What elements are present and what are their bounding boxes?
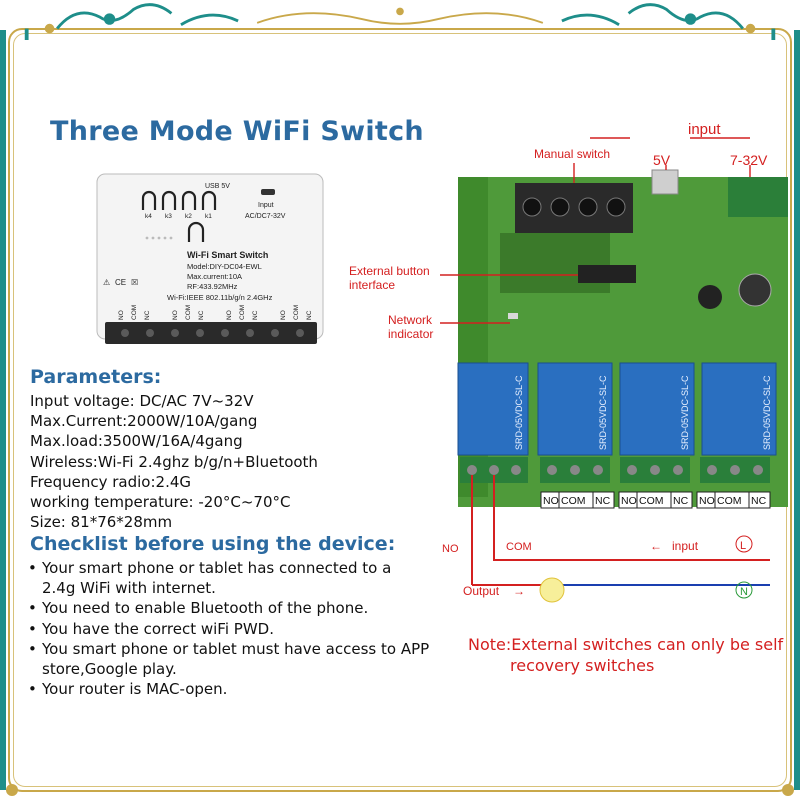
parameter-item: Input voltage: DC/AC 7V~32V (30, 392, 254, 410)
parameters-list: Input voltage: DC/AC 7V~32V Max.Current:… (30, 391, 318, 532)
page-title: Three Mode WiFi Switch (50, 116, 424, 147)
parameter-item: Size: 81*76*28mm (30, 513, 173, 532)
checklist-item-continuation: store,Google play. (42, 660, 177, 679)
svg-text:←: ← (650, 539, 662, 553)
relay-label: SRD-05VDC-SL-C (598, 375, 608, 450)
device-terminal-label: NC (252, 310, 259, 320)
input-label: input (688, 121, 721, 138)
device-terminal-label: COM (293, 305, 300, 320)
terminal-no-label: NO (621, 495, 637, 507)
relay-label: SRD-05VDC-SL-C (514, 375, 524, 450)
device-terminal-label: NO (280, 310, 287, 320)
svg-text:☒: ☒ (131, 278, 138, 287)
svg-text:CE: CE (115, 278, 126, 287)
frame-border (8, 28, 792, 792)
certification-marks: ⚠ CE ☒ (103, 278, 138, 287)
checklist-heading: Checklist before using the device: (30, 533, 396, 555)
terminal-com-label: COM (639, 495, 664, 507)
bulb-icon (539, 577, 565, 603)
device-usb-label: USB 5V (205, 183, 230, 190)
com-wire-label: COM (506, 541, 532, 553)
relay-label: SRD-05VDC-SL-C (680, 375, 690, 450)
bullet-icon: • (28, 619, 37, 638)
checklist-item: •You need to enable Bluetooth of the pho… (28, 599, 369, 618)
output-label: Output (463, 584, 500, 598)
device-terminal-label: NO (118, 310, 125, 320)
device-input-value: AC/DC7-32V (245, 213, 286, 220)
svg-text:→: → (513, 584, 525, 598)
bullet-icon: • (28, 639, 37, 658)
power-terminal (728, 177, 788, 217)
manual-switch-buttons (515, 183, 633, 233)
input-arrow-label: input (672, 539, 699, 553)
com-wire (493, 475, 770, 561)
relay-label: SRD-05VDC-SL-C (762, 375, 772, 450)
terminal-com-label: COM (717, 495, 742, 507)
note-line1: Note:External switches can only be self (468, 635, 784, 654)
external-button-header (578, 265, 636, 283)
usb-port (651, 169, 679, 195)
5v-label: 5V (653, 152, 671, 168)
device-rf: RF:433.92MHz (187, 282, 238, 291)
device-key-label: k4 (145, 213, 152, 220)
note-line2: recovery switches (510, 656, 655, 675)
device-wifi: Wi-Fi:IEEE 802.11b/g/n 2.4GHz (167, 293, 273, 302)
device-terminal-label: COM (185, 305, 192, 320)
checklist-item: •Your router is MAC-open. (28, 680, 228, 699)
parameters-heading: Parameters: (30, 366, 162, 388)
external-button-label-2: interface (349, 278, 395, 292)
parameter-item: Max.Current:2000W/10A/gang (30, 412, 258, 431)
device-illustration: USB 5V Input AC/DC7-32V k4 k3 k2 k1 Wi-F… (96, 173, 324, 344)
device-terminal-label: COM (131, 305, 138, 320)
no-wire-label: NO (442, 543, 459, 555)
terminal-com-label: COM (561, 495, 586, 507)
device-input-label: Input (258, 202, 274, 209)
device-model: Model:DIY-DC04-EWL (187, 262, 262, 271)
terminal-nc-label: NC (673, 495, 689, 507)
network-indicator-label-2: indicator (388, 327, 433, 341)
checklist-item: •You smart phone or tablet must have acc… (28, 639, 430, 658)
parameter-item: Max.load:3500W/16A/4gang (30, 432, 243, 451)
device-key-label: k1 (205, 213, 212, 220)
neutral-label: N (740, 586, 748, 598)
device-terminal-label: NC (306, 310, 313, 320)
device-key-label: k3 (165, 213, 172, 220)
device-terminal-label: COM (239, 305, 246, 320)
device-terminal-label: NO (172, 310, 179, 320)
top-ornament (24, 3, 776, 40)
device-terminal-label: NO (226, 310, 233, 320)
checklist-list: •Your smart phone or tablet has connecte… (28, 558, 429, 699)
external-button-label: External button (349, 264, 430, 278)
device-key-label: k2 (185, 213, 192, 220)
terminal-no-label: NO (543, 495, 559, 507)
relays (457, 362, 777, 456)
7-32v-label: 7-32V (730, 152, 768, 168)
device-name: Wi-Fi Smart Switch (187, 250, 268, 260)
terminal-no-label: NO (699, 495, 715, 507)
svg-text:⚠: ⚠ (103, 278, 110, 287)
note: Note:External switches can only be self … (468, 634, 783, 676)
network-indicator-label: Network (388, 313, 433, 327)
device-current: Max.current:10A (187, 272, 242, 281)
bullet-icon: • (28, 680, 37, 699)
bullet-icon: • (28, 559, 37, 577)
terminal-nc-label: NC (595, 495, 611, 507)
checklist-item: •Your smart phone or tablet has connecte… (28, 559, 392, 577)
board-diagram: SRD-05VDC-SL-C SRD-05VDC-SL-C SRD-05VDC-… (349, 121, 788, 603)
device-terminal-label: NC (198, 310, 205, 320)
manual-switch-label: Manual switch (534, 147, 610, 161)
parameter-item: Wireless:Wi-Fi 2.4ghz b/g/n+Bluetooth (30, 452, 318, 471)
device-terminal-label: NC (144, 310, 151, 320)
parameter-item: working temperature: -20°C~70°C (30, 493, 291, 512)
terminal-nc-label: NC (751, 495, 767, 507)
checklist-item: •You have the correct wiFi PWD. (28, 619, 274, 638)
live-label: L (740, 540, 746, 552)
parameter-item: Frequency radio:2.4G (30, 472, 192, 491)
checklist-item-continuation: 2.4g WiFi with internet. (42, 579, 216, 598)
bullet-icon: • (28, 599, 37, 618)
